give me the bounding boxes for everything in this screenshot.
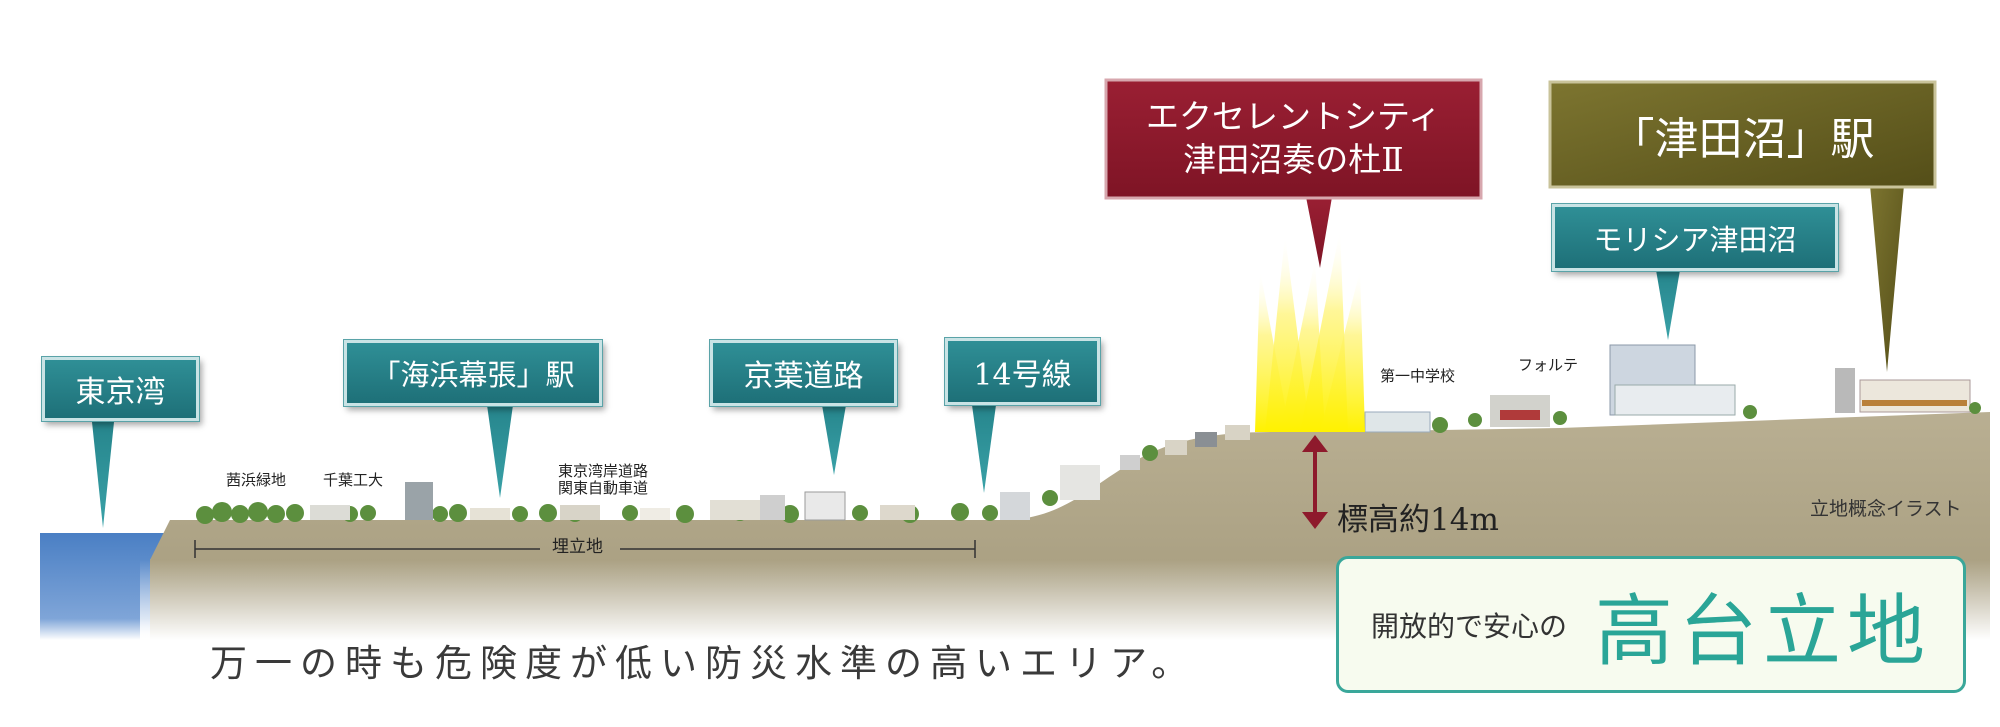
elevation-arrow <box>1302 435 1328 529</box>
pointer-route14 <box>972 405 996 493</box>
callout-kaihin-makuhari-label: 「海浜幕張」駅 <box>371 358 575 392</box>
tagline: 万一の時も危険度が低い防災水準の高いエリア。 <box>210 642 1197 685</box>
highlight-small-text: 開放的で安心の <box>1370 609 1567 643</box>
lowland-buildings <box>310 482 1030 521</box>
pointer-kaihin-makuhari <box>487 405 513 498</box>
property-name-line1: エクセレントシティ <box>1145 97 1442 137</box>
highlight-big-text: 高台立地 <box>1595 586 1932 677</box>
callout-route14: 14号線 <box>944 337 1101 406</box>
callout-morisia: モリシア津田沼 <box>1551 203 1839 272</box>
landmark-forte: フォルテ <box>1518 356 1579 374</box>
light-beam <box>1255 230 1365 432</box>
landmark-akanehama: 茜浜緑地 <box>226 471 287 489</box>
pointer-property <box>1306 197 1332 268</box>
landmark-expressway-line2: 関東自動車道 <box>558 479 649 498</box>
callout-route14-label: 14号線 <box>973 357 1072 393</box>
lowland-trees <box>196 502 998 524</box>
high-ground-highlight-box: 開放的で安心の 高台立地 <box>1336 556 1966 693</box>
property-box <box>1104 78 1483 200</box>
landmark-daiichi-jhs: 第一中学校 <box>1380 367 1456 385</box>
illustration-caption: 立地概念イラスト <box>1810 498 1962 520</box>
pointer-morisia <box>1656 270 1680 340</box>
reclaimed-land-label: 埋立地 <box>552 537 603 557</box>
property-name-line2: 津田沼奏の杜Ⅱ <box>1183 140 1404 179</box>
landmark-expressway: 東京湾岸道路 関東自動車道 <box>558 462 649 498</box>
landmark-chiba-tech: 千葉工大 <box>323 471 384 489</box>
callout-morisia-label: モリシア津田沼 <box>1593 222 1797 257</box>
pointer-keiyo-road <box>822 405 846 475</box>
pointer-tokyo-bay <box>92 422 114 528</box>
elevation-label: 標高約14m <box>1337 502 1499 538</box>
sea <box>40 533 170 640</box>
slope-buildings <box>1042 425 1250 506</box>
callout-tokyo-bay: 東京湾 <box>41 356 200 422</box>
tsudanuma-station-label: 「津田沼」駅 <box>1610 113 1875 165</box>
callout-property: エクセレントシティ 津田沼奏の杜Ⅱ <box>1106 80 1481 198</box>
callout-kaihin-makuhari-station: 「海浜幕張」駅 <box>343 339 603 407</box>
landmark-expressway-line1: 東京湾岸道路 <box>558 462 649 480</box>
reclaimed-land-span <box>194 540 976 558</box>
pointer-tsudanuma-station <box>1870 185 1904 372</box>
callout-keiyo-road-label: 京葉道路 <box>743 359 864 394</box>
plateau-buildings <box>1364 344 1981 433</box>
tsudanuma-station-box <box>1548 80 1937 189</box>
callout-keiyo-road: 京葉道路 <box>709 339 898 407</box>
callout-tsudanuma-station: 「津田沼」駅 <box>1550 82 1935 187</box>
callout-tokyo-bay-label: 東京湾 <box>75 375 166 410</box>
